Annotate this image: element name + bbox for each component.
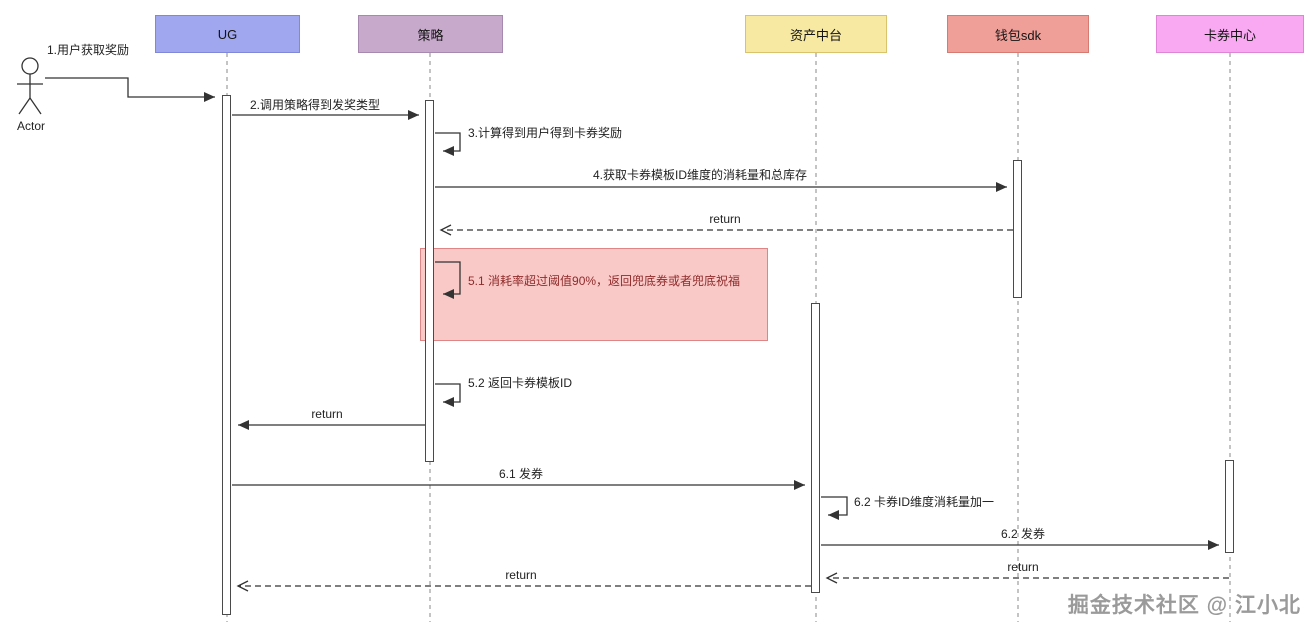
activation-ug <box>222 95 231 615</box>
actor-right-leg <box>29 97 42 115</box>
message-51-label: 5.1 消耗率超过阈值90%，返回兜底券或者兜底祝福 <box>468 274 741 288</box>
highlight-region <box>420 248 768 341</box>
activation-wallet-sdk <box>1013 160 1022 298</box>
message-62-self-label: 6.2 卡券ID维度消耗量加一 <box>854 495 995 509</box>
activation-asset-center <box>811 303 820 593</box>
actor-head <box>21 57 39 75</box>
watermark: 掘金技术社区 @ 江小北 <box>1067 594 1301 617</box>
message-1-arrow <box>45 77 215 102</box>
message-52-self-arrow <box>435 383 461 407</box>
message-return-asset-label: return <box>505 568 537 582</box>
message-2-label: 2.调用策略得到发奖类型 <box>250 98 381 112</box>
message-4-label: 4.获取卡券模板ID维度的消耗量和总库存 <box>592 168 807 182</box>
participant-ug: UG <box>155 15 300 53</box>
message-5-return-label: return <box>709 212 741 226</box>
activation-strategy <box>425 100 434 462</box>
message-3-self-arrow <box>435 132 461 156</box>
activation-coupon-center <box>1225 460 1234 553</box>
message-62-self-arrow <box>821 496 848 520</box>
message-52-label: 5.2 返回卡券模板ID <box>468 376 573 390</box>
actor-figure <box>17 57 43 115</box>
participant-asset-center: 资产中台 <box>745 15 887 53</box>
message-62-send-label: 6.2 发券 <box>1000 527 1046 541</box>
participant-strategy: 策略 <box>358 15 503 53</box>
participant-wallet-sdk: 钱包sdk <box>947 15 1089 53</box>
message-3-label: 3.计算得到用户得到卡券奖励 <box>468 126 623 140</box>
message-1-label: 1.用户获取奖励 <box>46 43 129 57</box>
actor-left-leg <box>18 97 31 115</box>
message-61-label: 6.1 发券 <box>498 467 544 481</box>
actor-label: Actor <box>16 119 45 133</box>
message-return-to-ug-label: return <box>311 407 343 421</box>
participant-coupon-center: 卡券中心 <box>1156 15 1304 53</box>
message-return-coupon-label: return <box>1007 560 1039 574</box>
